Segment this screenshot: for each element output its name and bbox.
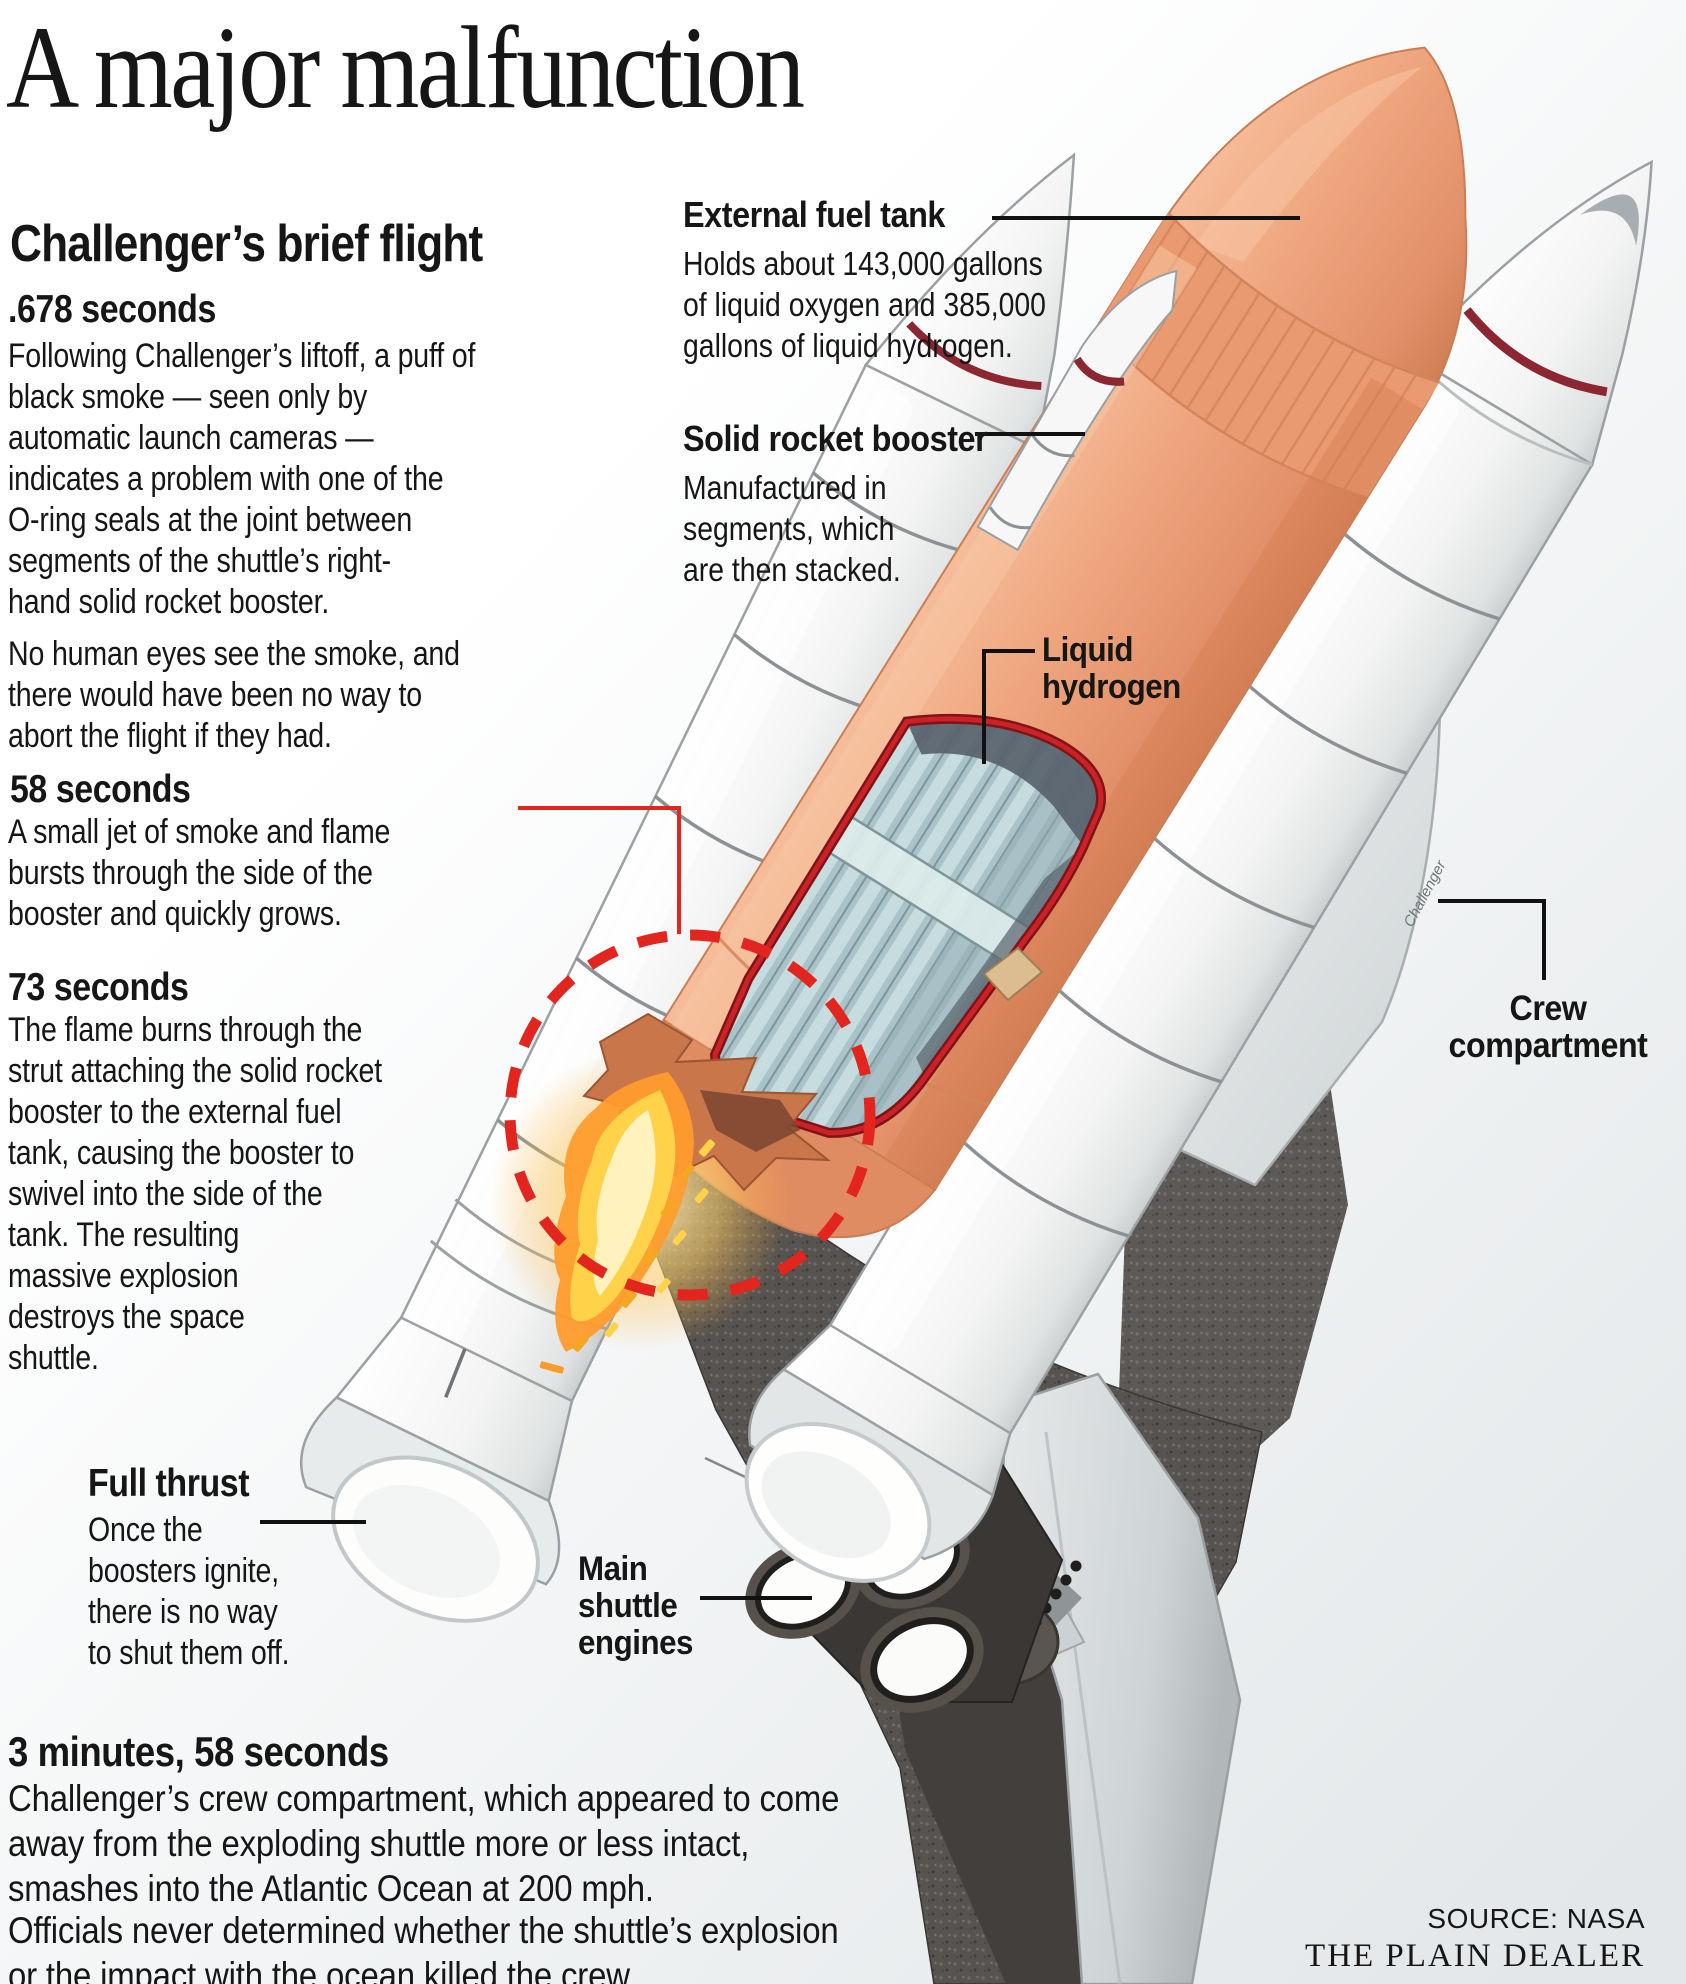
source-credit: SOURCE: NASA: [1427, 1903, 1645, 1934]
publisher-credit: THE PLAIN DEALER: [1305, 1938, 1645, 1974]
srb-nose-ring: [1463, 307, 1608, 397]
finale-text2: Officials never determined whether the s…: [8, 1910, 839, 1984]
full-thrust-heading: Full thrust: [88, 1462, 250, 1505]
attach-strut: [982, 946, 1044, 1002]
timeline-1-time: 58 seconds: [10, 768, 191, 811]
leader-lines: [260, 216, 1546, 1600]
timeline-1-text: A small jet of smoke and flame bursts th…: [8, 813, 391, 933]
flame-sparks: [539, 1139, 716, 1374]
label-external-fuel-tank: External fuel tank: [683, 194, 945, 235]
section-subtitle: Challenger’s brief flight: [10, 215, 483, 273]
label-external-fuel-tank-desc: Holds about 143,000 gallons of liquid ox…: [683, 245, 1046, 364]
label-solid-rocket-booster: Solid rocket booster: [683, 418, 988, 459]
label-solid-rocket-booster-desc: Manufactured in segments, which are then…: [683, 469, 901, 588]
breach-flame: [490, 1012, 831, 1374]
finale-text1: Challenger’s crew compartment, which app…: [8, 1778, 840, 1909]
hydrogen-cutaway: [689, 668, 1126, 1185]
finale-time: 3 minutes, 58 seconds: [8, 1728, 389, 1775]
flame-core: [593, 1110, 656, 1296]
page-title: A major malfunction: [6, 2, 805, 133]
timeline-2-text: The flame burns through the strut attach…: [8, 1011, 383, 1377]
leader-crew-compartment: [1438, 899, 1546, 980]
failure-highlight-circle: [504, 929, 876, 1301]
tank-nose: [1149, 46, 1468, 411]
full-thrust-text: Once the boosters ignite, there is no wa…: [88, 1511, 290, 1672]
leader-58-seconds: [518, 806, 681, 934]
timeline-0-text2: No human eyes see the smoke, and there w…: [8, 635, 460, 755]
timeline-2-time: 73 seconds: [8, 966, 189, 1009]
timeline-0-time: .678 seconds: [8, 288, 216, 331]
timeline-0-text: Following Challenger’s liftoff, a puff o…: [8, 337, 476, 621]
left-srb-nose-sliver: [976, 269, 1178, 552]
leader-liquid-hydrogen: [982, 649, 1035, 764]
label-liquid-hydrogen: Liquid hydrogen: [1042, 631, 1181, 706]
label-crew-compartment: Crew compartment: [1448, 989, 1648, 1065]
right-srb: [744, 159, 1653, 1583]
label-main-shuttle-engines: Main shuttle engines: [578, 1550, 693, 1662]
